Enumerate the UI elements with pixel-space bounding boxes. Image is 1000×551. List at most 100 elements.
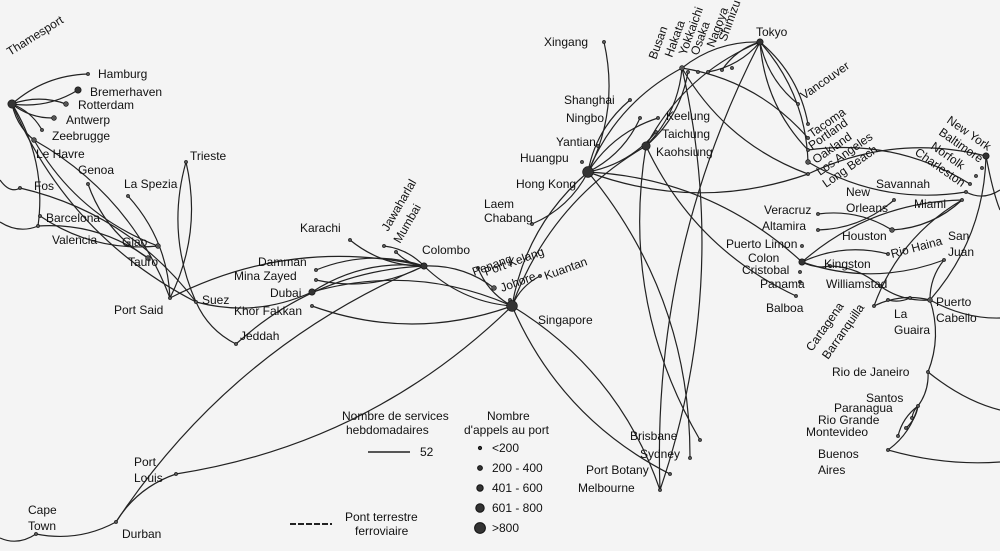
port-node <box>194 300 198 304</box>
port-node <box>168 296 172 300</box>
port-labels: ThamesportHamburgBremerhavenRotterdamAnt… <box>4 0 994 541</box>
port-label: Williamstad <box>826 277 887 291</box>
route-line <box>929 155 987 301</box>
port-node <box>34 532 38 536</box>
legend-call-label: <200 <box>492 441 519 455</box>
port-label: Huangpu <box>520 151 569 165</box>
route-line <box>658 41 761 491</box>
port-node <box>656 116 660 120</box>
port-label: Hong Kong <box>516 177 576 191</box>
port-node <box>174 472 178 476</box>
port-label: Colon <box>748 251 779 265</box>
route-line <box>587 171 691 459</box>
port-label: Paranagua <box>834 401 893 415</box>
port-node <box>926 370 930 374</box>
port-node <box>927 297 933 303</box>
legend-calls-title-2: d'appels au port <box>464 423 550 437</box>
port-node <box>580 160 584 164</box>
shipping-routes <box>0 41 1000 542</box>
route-line <box>639 145 701 441</box>
legend-call-marker <box>477 445 483 451</box>
port-node <box>114 520 118 524</box>
route-line <box>929 259 945 301</box>
port-node <box>968 182 972 186</box>
route-line <box>887 405 919 451</box>
route-line <box>721 41 761 71</box>
route-line <box>681 67 809 175</box>
port-node <box>420 262 428 270</box>
port-nodes <box>7 38 990 536</box>
port-label: Cristobal <box>742 263 789 277</box>
port-node <box>638 116 642 120</box>
route-line <box>311 279 513 307</box>
port-label: Thamesport <box>4 12 66 58</box>
port-label: Suez <box>202 293 229 307</box>
route-line <box>817 199 895 231</box>
port-node <box>394 250 398 254</box>
route-line <box>645 145 797 297</box>
legend: Nombre de services hebdomadaires 52 Nomb… <box>290 409 550 538</box>
port-node <box>314 268 318 272</box>
port-node <box>686 70 690 74</box>
port-label: Miami <box>914 197 946 211</box>
route-line <box>311 305 513 325</box>
port-node <box>706 70 710 74</box>
port-node <box>38 214 42 218</box>
route-line <box>511 145 647 307</box>
port-label: Kuantan <box>542 254 589 282</box>
port-node <box>155 243 161 249</box>
port-node <box>86 72 90 76</box>
port-node <box>184 160 188 164</box>
route-line <box>0 221 39 230</box>
port-node <box>641 141 651 151</box>
legend-calls-title-1: Nombre <box>487 409 530 423</box>
route-line <box>383 245 425 267</box>
route-line <box>423 265 513 307</box>
port-node <box>506 300 518 312</box>
route-line <box>127 195 171 299</box>
port-label: Keelung <box>666 109 710 123</box>
port-node <box>982 152 990 160</box>
legend-call-label: 200 - 400 <box>492 461 543 475</box>
route-line <box>801 249 889 263</box>
port-node <box>798 280 802 284</box>
route-line <box>511 305 661 491</box>
port-node <box>720 68 724 72</box>
port-node <box>628 98 632 102</box>
port-label: Port Botany <box>586 463 649 477</box>
route-line <box>587 171 803 263</box>
route-line <box>175 305 513 475</box>
port-node <box>878 284 882 288</box>
legend-services-title-2: hebdomadaires <box>346 423 429 437</box>
port-label: Hamburg <box>98 67 147 81</box>
route-line <box>511 171 589 307</box>
port-label: Dubai <box>270 286 301 300</box>
route-line <box>927 299 937 373</box>
port-node <box>530 222 534 226</box>
port-node <box>886 252 890 256</box>
route-line <box>587 41 610 173</box>
port-label: Genoa <box>78 163 114 177</box>
port-node <box>942 258 946 262</box>
port-label: Fos <box>34 179 54 193</box>
port-node <box>654 130 658 134</box>
route-line <box>423 265 495 289</box>
route-line <box>873 296 931 307</box>
route-line <box>659 67 703 491</box>
port-node <box>889 227 895 233</box>
route-line <box>587 117 659 173</box>
route-line <box>985 155 1000 211</box>
route-line <box>587 67 683 173</box>
route-line <box>37 225 149 259</box>
legend-call-marker <box>477 465 483 471</box>
route-line <box>169 255 425 299</box>
port-node <box>892 198 896 202</box>
port-node <box>74 86 82 94</box>
port-label: Jeddah <box>240 329 279 343</box>
route-line <box>645 67 683 147</box>
port-label: Montevideo <box>806 425 868 439</box>
